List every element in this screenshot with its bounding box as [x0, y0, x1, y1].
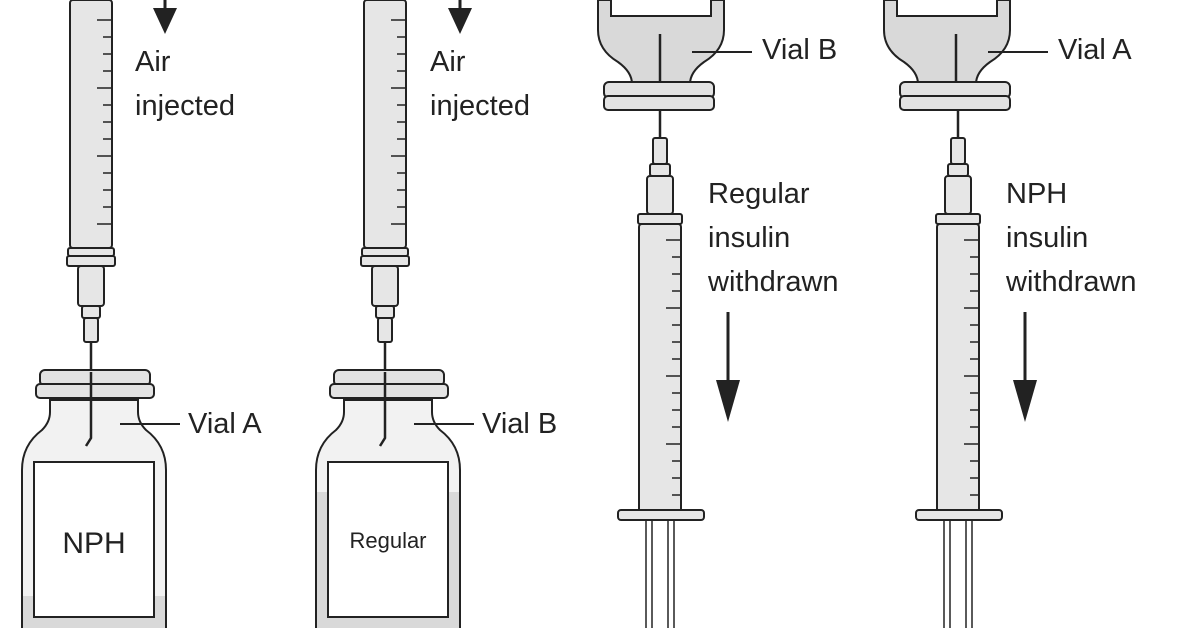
syringe-1 — [66, 0, 116, 372]
action-line: insulin — [1006, 222, 1089, 254]
action-label-4: NPH insulin withdrawn — [1006, 172, 1137, 304]
action-line: Air — [430, 46, 466, 78]
action-line: withdrawn — [1006, 266, 1137, 298]
action-line: Regular — [708, 178, 810, 210]
vial-contents-nph: NPH — [62, 527, 126, 560]
action-line: withdrawn — [708, 266, 839, 298]
vial-contents-regular: Regular — [349, 528, 427, 553]
vial-label-4: Vial A — [1058, 34, 1132, 66]
vial-a-nph — [21, 369, 180, 628]
action-label-2: Air injected — [430, 40, 530, 128]
arrow-down-1 — [153, 0, 177, 34]
syringe-2 — [360, 0, 410, 372]
action-line: Air — [135, 46, 171, 78]
syringe-4 — [915, 110, 1003, 628]
vial-b-inverted — [597, 0, 752, 111]
vial-a-inverted — [883, 0, 1048, 111]
action-line: injected — [430, 90, 530, 122]
action-label-3: Regular insulin withdrawn — [708, 172, 839, 304]
arrow-down-3 — [716, 312, 740, 422]
vial-label-1: Vial A — [188, 408, 262, 440]
action-line: injected — [135, 90, 235, 122]
action-line: insulin — [708, 222, 791, 254]
action-line: NPH — [1006, 178, 1068, 210]
vial-b-regular — [315, 369, 474, 628]
action-label-1: Air injected — [135, 40, 235, 128]
vial-label-3: Vial B — [762, 34, 838, 66]
arrow-down-2 — [448, 0, 472, 34]
vial-label-2: Vial B — [482, 408, 558, 440]
arrow-down-4 — [1013, 312, 1037, 422]
syringe-3 — [617, 110, 705, 628]
